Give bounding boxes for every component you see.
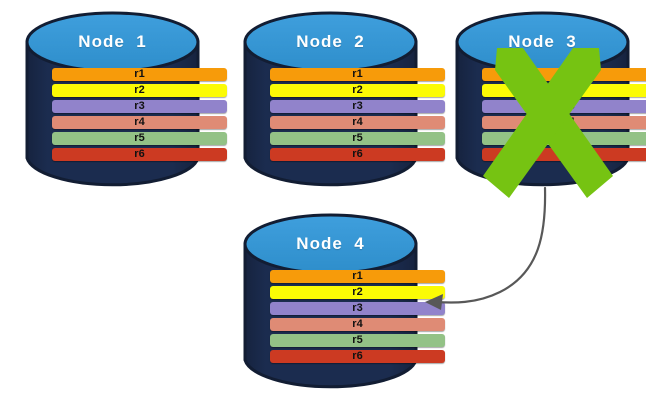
record-bar-r2[interactable]: r2 bbox=[270, 84, 445, 97]
record-label-r5: r5 bbox=[134, 132, 145, 144]
record-bar-r6[interactable]: r6 bbox=[52, 148, 227, 161]
record-bar-r1[interactable]: r1 bbox=[270, 68, 445, 81]
record-label-r5: r5 bbox=[352, 334, 363, 346]
record-bar-r4[interactable]: r4 bbox=[270, 116, 445, 129]
record-bar-r2[interactable]: r2 bbox=[270, 286, 445, 299]
record-bar-r6[interactable]: r6 bbox=[482, 148, 646, 161]
record-label-r5: r5 bbox=[564, 132, 575, 144]
record-bar-r3[interactable]: r3 bbox=[52, 100, 227, 113]
record-label-r1: r1 bbox=[352, 270, 363, 282]
record-label-r3: r3 bbox=[352, 302, 363, 314]
record-bar-r2[interactable]: r2 bbox=[482, 84, 646, 97]
record-label-r2: r2 bbox=[352, 286, 363, 298]
record-label-r2: r2 bbox=[564, 84, 575, 96]
record-label-r1: r1 bbox=[134, 68, 145, 80]
record-bar-r2[interactable]: r2 bbox=[52, 84, 227, 97]
record-label-r2: r2 bbox=[352, 84, 363, 96]
record-bar-r5[interactable]: r5 bbox=[270, 132, 445, 145]
record-label-r4: r4 bbox=[352, 318, 363, 330]
record-list-2: r1 r2 r3 r4 r5 r6 bbox=[243, 68, 472, 161]
record-bar-r3[interactable]: r3 bbox=[482, 100, 646, 113]
record-bar-r5[interactable]: r5 bbox=[52, 132, 227, 145]
record-label-r4: r4 bbox=[564, 116, 575, 128]
record-bar-r4[interactable]: r4 bbox=[270, 318, 445, 331]
record-label-r5: r5 bbox=[352, 132, 363, 144]
record-label-r6: r6 bbox=[134, 148, 145, 160]
record-bar-r5[interactable]: r5 bbox=[270, 334, 445, 347]
record-bar-r1[interactable]: r1 bbox=[482, 68, 646, 81]
record-bar-r6[interactable]: r6 bbox=[270, 350, 445, 363]
record-label-r3: r3 bbox=[134, 100, 145, 112]
record-label-r4: r4 bbox=[134, 116, 145, 128]
record-bar-r4[interactable]: r4 bbox=[482, 116, 646, 129]
record-bar-r4[interactable]: r4 bbox=[52, 116, 227, 129]
record-bar-r1[interactable]: r1 bbox=[270, 270, 445, 283]
record-label-r3: r3 bbox=[564, 100, 575, 112]
record-bar-r5[interactable]: r5 bbox=[482, 132, 646, 145]
node-cylinder-4[interactable]: Node 4 r1 r2 r3 r4 r5 r6 bbox=[243, 212, 445, 392]
record-list-1: r1 r2 r3 r4 r5 r6 bbox=[25, 68, 254, 161]
record-label-r6: r6 bbox=[352, 148, 363, 160]
node-cylinder-2[interactable]: Node 2 r1 r2 r3 r4 r5 r6 bbox=[243, 10, 445, 190]
record-bar-r1[interactable]: r1 bbox=[52, 68, 227, 81]
node-cylinder-1[interactable]: Node 1 r1 r2 r3 r4 r5 r6 bbox=[25, 10, 227, 190]
record-label-r1: r1 bbox=[564, 68, 575, 80]
node-cylinder-3[interactable]: Node 3 r1 r2 r3 r4 r5 r6 bbox=[455, 10, 646, 198]
record-list-4: r1 r2 r3 r4 r5 r6 bbox=[243, 270, 472, 363]
record-label-r2: r2 bbox=[134, 84, 145, 96]
record-bar-r3[interactable]: r3 bbox=[270, 302, 445, 315]
record-list-3: r1 r2 r3 r4 r5 r6 bbox=[455, 68, 646, 161]
record-label-r6: r6 bbox=[352, 350, 363, 362]
record-label-r3: r3 bbox=[352, 100, 363, 112]
record-label-r6: r6 bbox=[564, 148, 575, 160]
record-label-r1: r1 bbox=[352, 68, 363, 80]
record-label-r4: r4 bbox=[352, 116, 363, 128]
record-bar-r6[interactable]: r6 bbox=[270, 148, 445, 161]
record-bar-r3[interactable]: r3 bbox=[270, 100, 445, 113]
